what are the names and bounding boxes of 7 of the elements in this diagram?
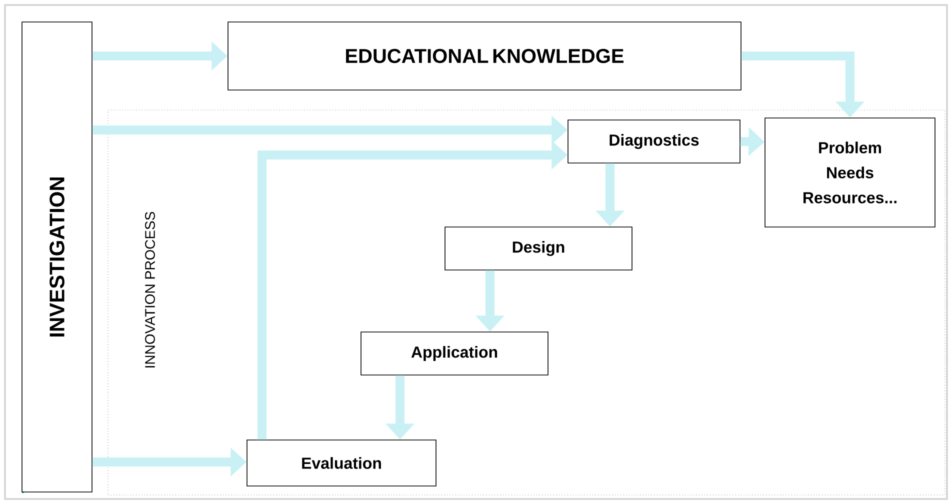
process-box: Application: [360, 332, 548, 376]
process-box: EDUCATIONAL KNOWLEDGE: [228, 22, 742, 90]
process-box: Problem Needs Resources...: [764, 118, 936, 228]
process-box: Evaluation: [246, 440, 436, 486]
process-box: Design: [444, 226, 632, 270]
label-box: INVESTIGATION: [22, 22, 92, 493]
process-box: Diagnostics: [568, 120, 740, 164]
